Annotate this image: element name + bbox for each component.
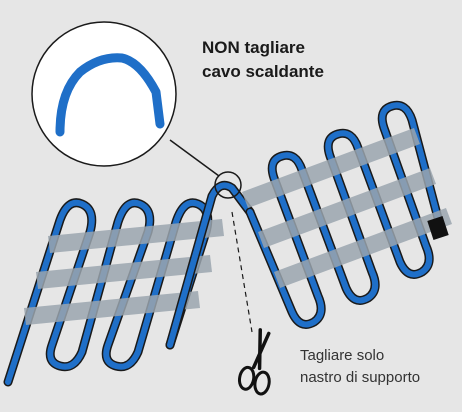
- hint-label: Tagliare solo nastro di supporto: [300, 345, 420, 389]
- connecting-cable: [165, 180, 255, 350]
- warning-line-1: NON tagliare: [202, 38, 305, 57]
- support-tape: [242, 128, 420, 208]
- warning-line-2: cavo scaldante: [202, 62, 324, 81]
- hint-line-2: nastro di supporto: [300, 369, 421, 386]
- left-heating-cable: [3, 198, 213, 387]
- support-tape: [258, 168, 436, 248]
- magnify-target-ring: [214, 171, 242, 199]
- cut-line: [231, 211, 253, 333]
- support-tape: [24, 291, 200, 325]
- cable-end-cap-icon: [427, 216, 449, 240]
- right-support-tapes: [242, 128, 452, 288]
- magnified-view-circle: [31, 21, 177, 167]
- magnify-connector: [169, 139, 220, 177]
- left-support-tapes: [24, 219, 224, 325]
- magnifier: [31, 21, 242, 199]
- warning-label: NON tagliare cavo scaldante: [202, 36, 324, 84]
- support-tape: [36, 255, 212, 289]
- scissors-icon: [237, 328, 271, 396]
- support-tape: [48, 219, 224, 253]
- support-tape: [274, 208, 452, 288]
- hint-line-1: Tagliare solo: [300, 347, 385, 364]
- magnified-cable: [55, 53, 165, 137]
